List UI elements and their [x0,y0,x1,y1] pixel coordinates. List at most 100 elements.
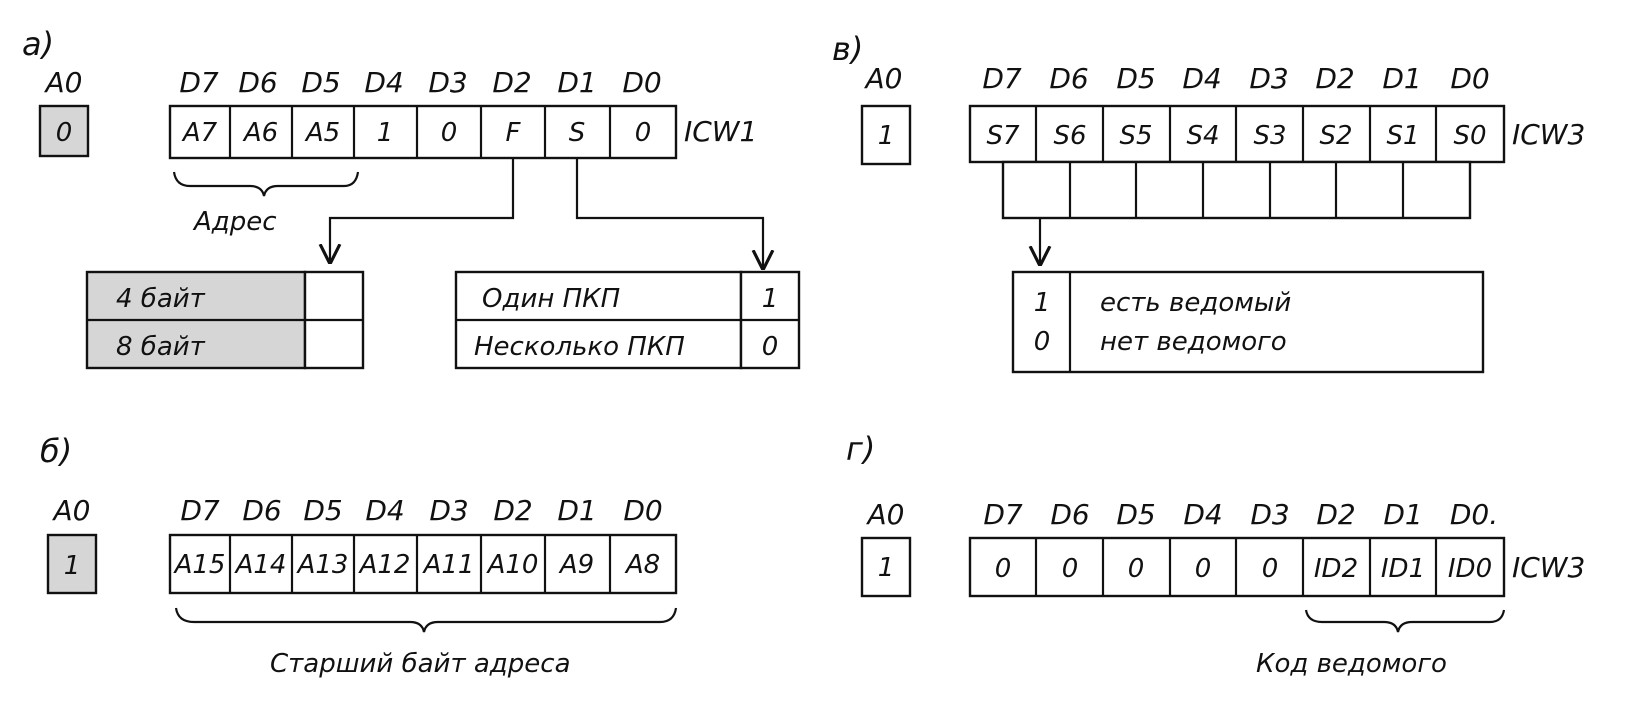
bit-cell: A5 [304,118,340,148]
bit-cell: A11 [422,550,475,580]
bit-header: D0 [623,494,662,527]
bit-header: D6 [1049,62,1088,95]
bit-cell: A8 [624,550,660,580]
bit-cell: S6 [1053,121,1086,151]
bit-header: D1 [1382,62,1421,95]
s-option: Один ПКП [482,284,620,314]
a0-value: 1 [64,551,81,581]
bit-header: D3 [1250,498,1289,531]
a0-cell [46,533,98,595]
slave-cells-row [1001,160,1472,220]
register-cells: A15 A14 A13 A12 A11 A10 A9 A8 [168,533,678,595]
bit-cell: S2 [1319,121,1352,151]
register-cells: A7 A6 A5 1 0 F S 0 [168,104,678,160]
bit-header: D2 [1315,62,1354,95]
brace-label: Код ведомого [1256,649,1447,679]
register-cells: 0 0 0 0 0 ID2 ID1 ID0 [968,536,1506,598]
legend-text: есть ведомый [1100,288,1291,318]
address-brace [172,171,360,197]
bit-headers: D7 D6 D5 D4 D3 D2 D1 D0 [179,66,661,99]
panel-g: г) A0 1 D7 D6 D5 D4 D3 D2 D1 D0. 0 0 0 0 [846,430,1585,679]
bit-cell: ID0 [1448,554,1492,584]
brace-label: Старший байт адреса [270,649,571,679]
bit-header: D7 [982,62,1022,95]
bit-headers: D7 D6 D5 D4 D3 D2 D1 D0 [982,62,1489,95]
word-label: ICW3 [1512,551,1585,584]
a0-cell [860,104,912,166]
bit-cell: 0 [1128,554,1145,584]
bit-cell: 0 [1062,554,1079,584]
a0-header: A0 [864,62,903,95]
bit-header: D1 [557,494,596,527]
bit-header: D0 [622,66,661,99]
bit-cell: ID2 [1314,554,1358,584]
bit-header: D7 [983,498,1023,531]
legend-text: нет ведомого [1100,327,1287,357]
bit-headers: D7 D6 D5 D4 D3 D2 D1 D0. [983,498,1498,531]
bit-header: D4 [365,494,404,527]
slave-legend: 1 0 есть ведомый нет ведомого [1011,270,1485,374]
bit-header: D1 [557,66,596,99]
a0-header: A0 [866,498,905,531]
bit-header: D4 [1182,62,1221,95]
s-value: 0 [762,332,779,362]
s-arrow [575,158,763,268]
legend-value: 0 [1034,327,1051,357]
bit-cell: S5 [1119,121,1152,151]
bit-header: D2 [492,66,531,99]
bit-header: D6 [242,494,281,527]
bit-header: D6 [1050,498,1089,531]
bit-header: D3 [429,494,468,527]
bit-cell: A13 [296,550,349,580]
bit-cell: 0 [441,118,458,148]
bit-header: D6 [238,66,277,99]
bit-header: D4 [364,66,403,99]
bit-cell: S4 [1186,121,1219,151]
bit-cell: A7 [181,118,218,148]
panel-label-g: г) [846,430,875,468]
bit-header: D5 [1116,498,1155,531]
a0-value: 0 [56,118,73,148]
s-value: 1 [762,284,779,314]
bit-cell: S0 [1453,121,1486,151]
bit-header: D0 [1450,62,1489,95]
bit-header: D1 [1383,498,1422,531]
a0-header: A0 [52,494,91,527]
f-arrow [330,158,515,262]
s-option: Несколько ПКП [474,332,685,362]
register-cells: S7 S6 S5 S4 S3 S2 S1 S0 [968,104,1506,164]
bit-cell: 0 [995,554,1012,584]
a0-header: A0 [44,66,83,99]
slave-code-brace [1304,609,1506,633]
high-byte-brace [174,607,678,633]
f-option: 8 байт [116,332,206,362]
panel-b: б) A0 1 D7 D6 D5 D4 D3 D2 D1 D0 A15 A14 … [40,432,678,679]
bit-cell: A10 [486,550,539,580]
word-label: ICW1 [684,115,757,148]
bit-header: D0. [1450,498,1498,531]
bit-cell: A12 [358,550,411,580]
bit-cell: 1 [377,118,394,148]
f-table: 4 байт 8 байт [85,270,365,370]
bit-cell: ID1 [1381,554,1425,584]
a0-cell [860,536,912,598]
bit-cell: S [569,118,586,148]
f-option: 4 байт [116,284,206,314]
bit-header: D4 [1183,498,1222,531]
bit-cell: S1 [1386,121,1419,151]
panel-label-v: в) [832,30,863,68]
a0-cell [38,104,90,158]
bit-header: D3 [1249,62,1288,95]
bit-cell: S3 [1253,121,1286,151]
bit-cell: 0 [1195,554,1212,584]
bit-cell: S7 [986,121,1020,151]
s-table: Один ПКП Несколько ПКП 1 0 [454,270,801,370]
bit-cell: A9 [558,550,594,580]
bit-header: D5 [1116,62,1155,95]
bit-cell: A14 [234,550,287,580]
panel-v: в) A0 1 D7 D6 D5 D4 D3 D2 D1 D0 S7 S6 S5… [832,30,1585,374]
a0-value: 1 [878,553,895,583]
word-label: ICW3 [1512,118,1585,151]
bit-cell: F [506,118,522,148]
bit-cell: 0 [635,118,652,148]
